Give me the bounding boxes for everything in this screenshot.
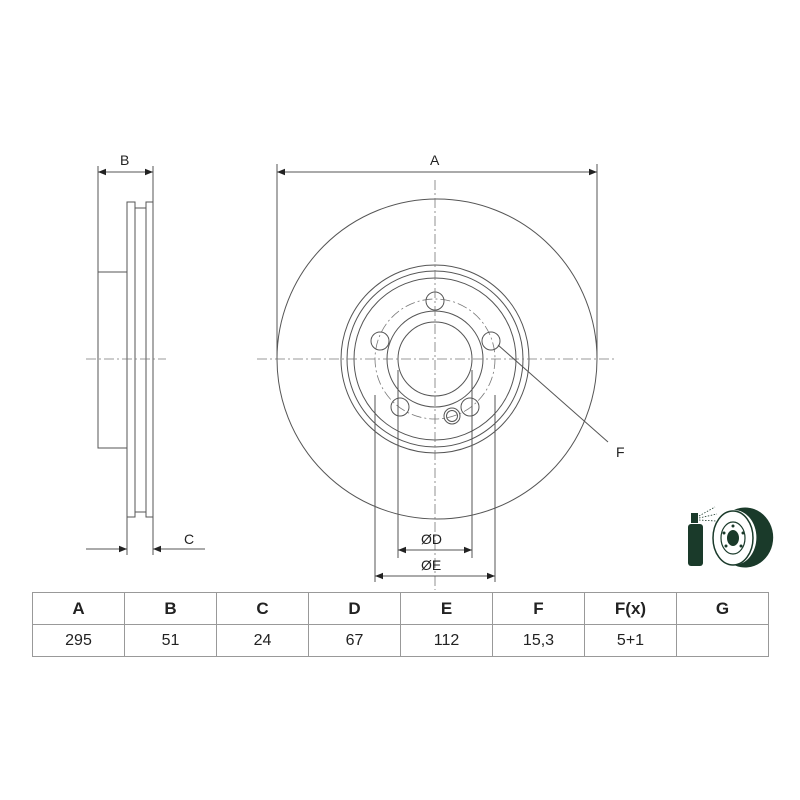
front-view: A ØD ØE F bbox=[257, 152, 625, 590]
value-e: 112 bbox=[400, 624, 493, 657]
dimensions-table: A B C D E F F(x) G 295 51 24 67 112 15,3… bbox=[32, 592, 769, 657]
value-b: 51 bbox=[124, 624, 217, 657]
header-a: A bbox=[32, 592, 125, 625]
side-view: B C bbox=[86, 152, 205, 555]
label-b: B bbox=[120, 152, 129, 168]
bolt-hole bbox=[390, 397, 410, 417]
locating-hole bbox=[443, 407, 461, 425]
header-fx: F(x) bbox=[584, 592, 677, 625]
header-g: G bbox=[676, 592, 769, 625]
header-c: C bbox=[216, 592, 309, 625]
leader-f bbox=[497, 344, 609, 443]
header-f: F bbox=[492, 592, 585, 625]
bolt-hole bbox=[460, 397, 480, 417]
brake-disc-drawing: B C A ØD ØE F bbox=[86, 152, 774, 590]
header-e: E bbox=[400, 592, 493, 625]
brake-cleaner-spray-icon bbox=[688, 506, 774, 568]
label-e: ØE bbox=[421, 557, 441, 573]
label-c: C bbox=[184, 531, 194, 547]
value-g bbox=[676, 624, 769, 657]
table-row: 295 51 24 67 112 15,3 5+1 bbox=[32, 624, 769, 657]
bolt-hole bbox=[370, 331, 390, 351]
value-f: 15,3 bbox=[492, 624, 585, 657]
table-header-row: A B C D E F F(x) G bbox=[32, 592, 769, 625]
value-c: 24 bbox=[216, 624, 309, 657]
label-a: A bbox=[430, 152, 440, 168]
header-b: B bbox=[124, 592, 217, 625]
value-d: 67 bbox=[308, 624, 401, 657]
header-d: D bbox=[308, 592, 401, 625]
bolt-hole bbox=[481, 331, 501, 351]
value-fx: 5+1 bbox=[584, 624, 677, 657]
value-a: 295 bbox=[32, 624, 125, 657]
label-f: F bbox=[616, 444, 625, 460]
label-d: ØD bbox=[421, 531, 442, 547]
bolt-holes bbox=[370, 291, 501, 417]
